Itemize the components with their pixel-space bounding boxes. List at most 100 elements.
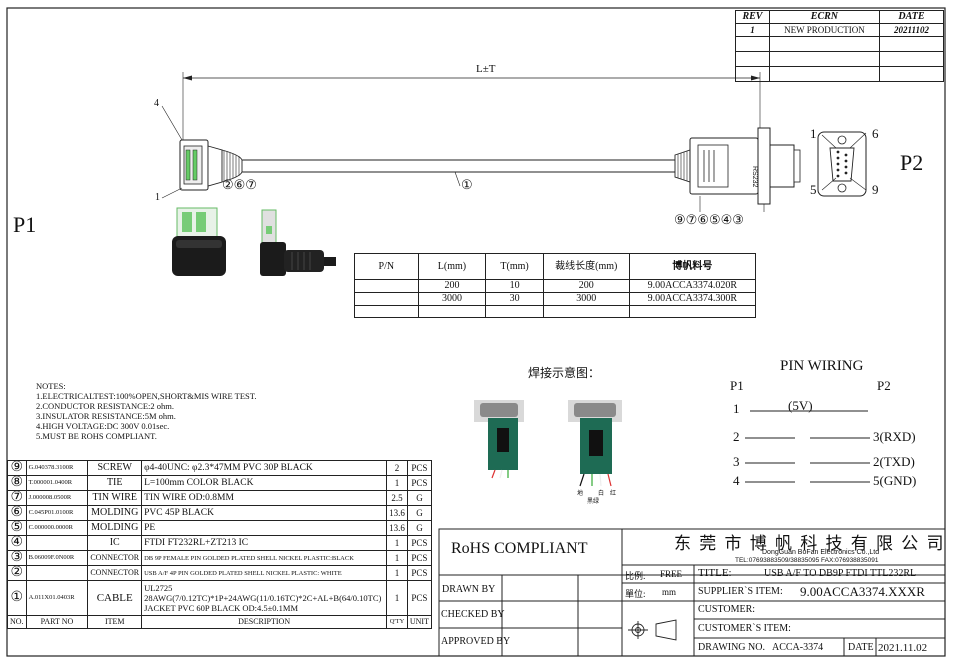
bom-unit: G (406, 490, 433, 506)
pn-cell (542, 305, 630, 318)
rev-value: 1 (735, 23, 770, 37)
bom-desc: USB A/F 4P PIN GOLDED PLATED SHELL NICKE… (141, 565, 388, 581)
pin-row-middle: (5V) (788, 398, 813, 413)
bom-no: ⑨ (7, 460, 27, 476)
drawing-no-value: ACCA-3374 (772, 642, 824, 653)
approved-by-label: APPROVED BY (441, 636, 511, 647)
bom-part: A.011X01.0403R (25, 580, 89, 616)
pn-cell: 30 (485, 292, 544, 306)
bom-header-row: NO. PART NO ITEM DESCRIPTION Q'TY UNIT (7, 615, 433, 629)
bom-item: CABLE (87, 580, 143, 616)
bom-qty: 1 (386, 475, 408, 491)
ecrn-value: NEW PRODUCTION (768, 23, 880, 37)
solder-wire-label: 红 (610, 491, 617, 497)
bom-qty: 2 (386, 460, 408, 476)
pin-row-left: 2 (733, 429, 740, 444)
callout-cable: ① (461, 177, 473, 192)
date-label: DATE (848, 642, 874, 653)
bom-unit: PCS (406, 475, 433, 491)
rev-header: REV (735, 10, 770, 24)
company-name-cn: 东 莞 市 博 帆 科 技 有 限 公 司 (674, 534, 946, 553)
bom-item: CONNECTOR (87, 550, 143, 566)
pn-cell: 3000 (417, 292, 487, 306)
bom-desc: DB 9P FEMALE PIN GOLDED PLATED SHELL NIC… (141, 550, 388, 566)
note-item: 5.MUST BE ROHS COMPLIANT. (36, 431, 157, 441)
solder-wire-label: 黑绿 (587, 499, 600, 505)
bom-desc: FTDI FT232RL+ZT213 IC (141, 535, 388, 551)
notes-block: NOTES: 1.ELECTRICALTEST:100%OPEN,SHORT&M… (36, 381, 256, 441)
bom-row: ⑦ J.000008.0500R TIN WIRE TIN WIRE OD:0.… (7, 490, 433, 506)
bom-header: NO. (7, 615, 27, 629)
bom-qty: 1 (386, 565, 408, 581)
pn-cell: 10 (485, 279, 544, 293)
bom-item: MOLDING (87, 520, 143, 536)
pn-cell: 200 (542, 279, 630, 293)
supplier-item-label: SUPPLIER`S ITEM: (698, 586, 783, 597)
part-number-table: P/N L(mm) T(mm) 裁线长度(mm) 博帆料号 200 10 200… (354, 253, 757, 318)
p1-label: P1 (13, 212, 37, 237)
bom-qty: 2.5 (386, 490, 408, 506)
bom-item: TIE (87, 475, 143, 491)
title-value: USB A/F TO DB9P FTDI TTL232RL (764, 568, 917, 579)
drawn-by-label: DRAWN BY (442, 584, 496, 595)
pin-row-left: 4 (733, 473, 740, 488)
bom-no: ⑥ (7, 505, 27, 521)
company-name-en: DongGuan BoFan Electronics Co.,Ltd (762, 549, 880, 556)
title-label: TITLE: (698, 567, 732, 579)
bom-qty: 13.6 (386, 520, 408, 536)
bom-part: T.000001.0400R (25, 475, 89, 491)
db9-pin-9: 9 (872, 182, 879, 197)
pn-cell (354, 279, 419, 293)
bom-part: J.000008.0500R (25, 490, 89, 506)
pcb-photo-right (568, 400, 622, 487)
db9-pin-5: 5 (810, 182, 817, 197)
bom-unit: PCS (406, 580, 433, 616)
db9-rs232-text: RS232 (751, 166, 758, 188)
db9-pin-6: 6 (872, 126, 879, 141)
bom-part (25, 565, 89, 581)
pn-header-cut-length: 裁线长度(mm) (542, 253, 630, 280)
callout-db9: ⑨⑦⑥⑤④③ (674, 212, 744, 227)
bom-qty: 1 (386, 550, 408, 566)
pn-cell: 9.00ACCA3374.020R (628, 279, 757, 293)
bom-item: SCREW (87, 460, 143, 476)
scale-value: FREE (660, 569, 683, 579)
customer-item-label: CUSTOMER`S ITEM: (698, 623, 791, 634)
bom-unit: PCS (406, 460, 433, 476)
bom-row: ⑥ C.045P01.0100R MOLDING PVC 45P BLACK 1… (7, 505, 433, 521)
bom-no: ⑧ (7, 475, 27, 491)
pcb-photo-left (474, 400, 524, 479)
bom-desc: PVC 45P BLACK (141, 505, 388, 521)
bill-of-materials: ⑨ G.040378.3100R SCREW φ4-40UNC: φ2.3*47… (7, 460, 433, 629)
bom-part: C.045P01.0100R (25, 505, 89, 521)
pin-row-right: 3(RXD) (873, 429, 916, 444)
bom-item: MOLDING (87, 505, 143, 521)
bom-desc: UL2725 28AWG(7/0.12TC)*1P+24AWG(11/0.16T… (141, 580, 388, 616)
db9-front-view (817, 131, 867, 197)
date-header: DATE (878, 10, 945, 24)
bom-no: ③ (7, 550, 27, 566)
unit-label: 單位: (625, 589, 646, 599)
bom-row: ③ B.06009F.0N00R CONNECTOR DB 9P FEMALE … (7, 550, 433, 566)
date-value: 20211102 (878, 23, 945, 37)
pn-cell (628, 305, 757, 318)
bom-no: ⑤ (7, 520, 27, 536)
bom-header: Q'TY (386, 615, 408, 629)
rohs-compliant: RoHS COMPLIANT (451, 540, 588, 557)
pn-header-pn: P/N (354, 253, 419, 280)
pn-header-length: L(mm) (417, 253, 487, 280)
usb-photo-front (172, 207, 226, 276)
bom-no: ① (7, 580, 27, 616)
db9-pin-1: 1 (810, 126, 817, 141)
pn-cell: 3000 (542, 292, 630, 306)
bom-header: PART NO (25, 615, 89, 629)
pn-cell: 200 (417, 279, 487, 293)
bom-desc: φ4-40UNC: φ2.3*47MM PVC 30P BLACK (141, 460, 388, 476)
bom-no: ⑦ (7, 490, 27, 506)
callout-usb-top: 4 (154, 98, 159, 109)
pin-row-left: 3 (733, 454, 740, 469)
bom-qty: 1 (386, 535, 408, 551)
bom-unit: PCS (406, 550, 433, 566)
pn-cell (485, 305, 544, 318)
